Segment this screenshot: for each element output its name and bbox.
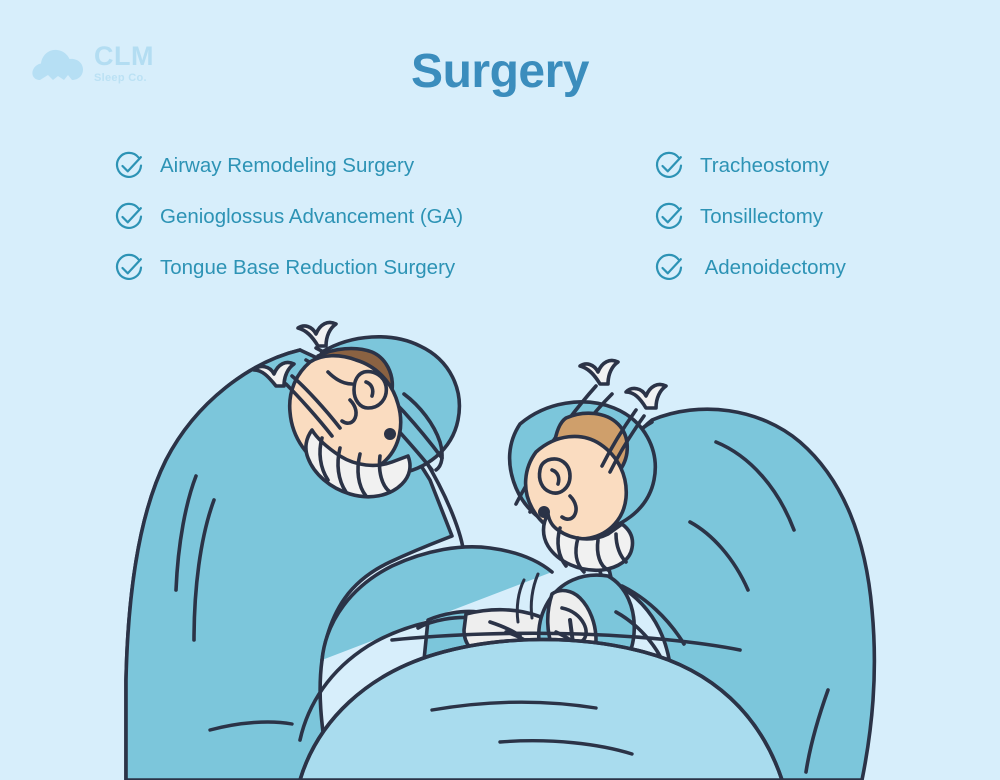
checklist-item-tracheostomy[interactable]: Tracheostomy: [652, 144, 942, 188]
surgery-scene-svg: [124, 320, 877, 780]
check-circle-icon: [115, 202, 143, 229]
check-circle-icon: [655, 202, 683, 229]
page-title: Surgery: [411, 45, 589, 98]
checklist-item-airway-remodeling-surgery[interactable]: Airway Remodeling Surgery: [112, 144, 652, 188]
check-circle-icon: [655, 253, 683, 280]
check-circle-icon: [115, 151, 143, 178]
left-surgeon-head: [252, 320, 462, 499]
logo-subtitle: Sleep Co.: [94, 71, 147, 84]
checklist-item-label: Adenoidectomy: [700, 255, 846, 279]
patient-drape: [208, 631, 784, 780]
checklist-item-tonsillectomy[interactable]: Tonsillectomy: [652, 195, 942, 239]
checklist-item-adenoidectomy[interactable]: Adenoidectomy: [652, 246, 942, 290]
right-surgeon-head: [507, 358, 668, 574]
treatment-checklist: Airway Remodeling Surgery Tracheostomy G…: [112, 140, 942, 293]
checklist-item-label: Tongue Base Reduction Surgery: [160, 255, 456, 279]
checklist-item-label: Airway Remodeling Surgery: [160, 153, 415, 177]
checklist-item-label: Tonsillectomy: [700, 204, 824, 228]
brand-logo[interactable]: CLM Sleep Co.: [30, 36, 220, 88]
cloud-icon: [32, 49, 83, 80]
checklist-item-label: Tracheostomy: [700, 153, 830, 177]
checklist-item-tongue-base-reduction-surgery[interactable]: Tongue Base Reduction Surgery: [112, 246, 652, 290]
two-surgeons-operating-illustration: [0, 290, 1000, 780]
logo-wordmark: CLM Sleep Co.: [94, 41, 154, 84]
checklist-item-genioglossus-advancement[interactable]: Genioglossus Advancement (GA): [112, 195, 652, 239]
checklist-item-label: Genioglossus Advancement (GA): [160, 204, 464, 228]
logo-title: CLM: [94, 40, 154, 71]
check-circle-icon: [115, 253, 143, 280]
check-circle-icon: [655, 151, 683, 178]
